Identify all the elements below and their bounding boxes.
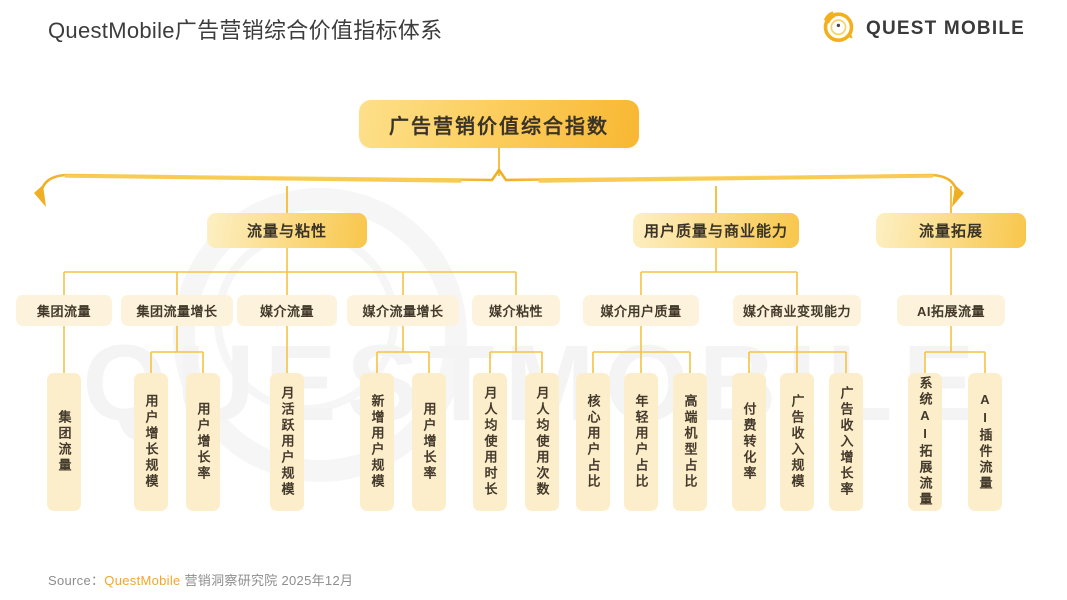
l3-node-media-stickiness[interactable]: 媒介粘性: [472, 295, 560, 326]
leaf-core-user-share[interactable]: 核心用户占比: [576, 373, 610, 511]
leaf-system-ai-expansion-traffic[interactable]: 系统AI拓展流量: [908, 373, 942, 511]
source-label: Source：: [48, 573, 105, 588]
l2-node-traffic-stickiness[interactable]: 流量与粘性: [207, 213, 367, 248]
leaf-young-user-share[interactable]: 年轻用户占比: [624, 373, 658, 511]
leaf-user-growth-rate[interactable]: 用户增长率: [186, 373, 220, 511]
header: QuestMobile广告营销综合价值指标体系 QUEST MOBILE: [0, 0, 1067, 62]
leaf-group-traffic[interactable]: 集团流量: [47, 373, 81, 511]
l3-node-media-traffic[interactable]: 媒介流量: [237, 295, 337, 326]
leaf-monthly-active-users[interactable]: 月活跃用户规模: [270, 373, 304, 511]
l2-node-user-quality-commercial[interactable]: 用户质量与商业能力: [633, 213, 799, 248]
l2-node-traffic-expansion[interactable]: 流量拓展: [876, 213, 1026, 248]
l3-node-ai-expansion-traffic[interactable]: AI拓展流量: [897, 295, 1005, 326]
l3-node-media-user-quality[interactable]: 媒介用户质量: [583, 295, 699, 326]
leaf-ad-revenue-growth-rate[interactable]: 广告收入增长率: [829, 373, 863, 511]
l3-node-media-traffic-growth[interactable]: 媒介流量增长: [347, 295, 459, 326]
leaf-ad-revenue-scale[interactable]: 广告收入规模: [780, 373, 814, 511]
leaf-monthly-avg-frequency[interactable]: 月人均使用次数: [525, 373, 559, 511]
leaf-monthly-avg-duration[interactable]: 月人均使用时长: [473, 373, 507, 511]
quest-mobile-logo-icon: [819, 10, 857, 49]
source-rest: 营销洞察研究院 2025年12月: [180, 573, 354, 588]
l3-node-group-traffic[interactable]: 集团流量: [16, 295, 112, 326]
page-title: QuestMobile广告营销综合价值指标体系: [48, 18, 443, 43]
leaf-highend-device-share[interactable]: 高端机型占比: [673, 373, 707, 511]
l3-node-group-traffic-growth[interactable]: 集团流量增长: [121, 295, 233, 326]
leaf-paid-conversion-rate[interactable]: 付费转化率: [732, 373, 766, 511]
logo-text: QUEST MOBILE: [865, 18, 1025, 39]
leaf-user-growth-rate-2[interactable]: 用户增长率: [412, 373, 446, 511]
leaf-user-growth-scale[interactable]: 用户增长规模: [134, 373, 168, 511]
leaf-ai-plugin-traffic[interactable]: AI插件流量: [968, 373, 1002, 511]
source-brand: QuestMobile: [104, 573, 181, 588]
root-node[interactable]: 广告营销价值综合指数: [359, 100, 639, 148]
source-footer: Source：QuestMobile 营销洞察研究院 2025年12月: [48, 570, 353, 589]
l3-node-media-monetization[interactable]: 媒介商业变现能力: [733, 295, 861, 326]
logo: QUEST MOBILE: [819, 11, 1025, 47]
leaf-new-user-scale[interactable]: 新增用户规模: [360, 373, 394, 511]
